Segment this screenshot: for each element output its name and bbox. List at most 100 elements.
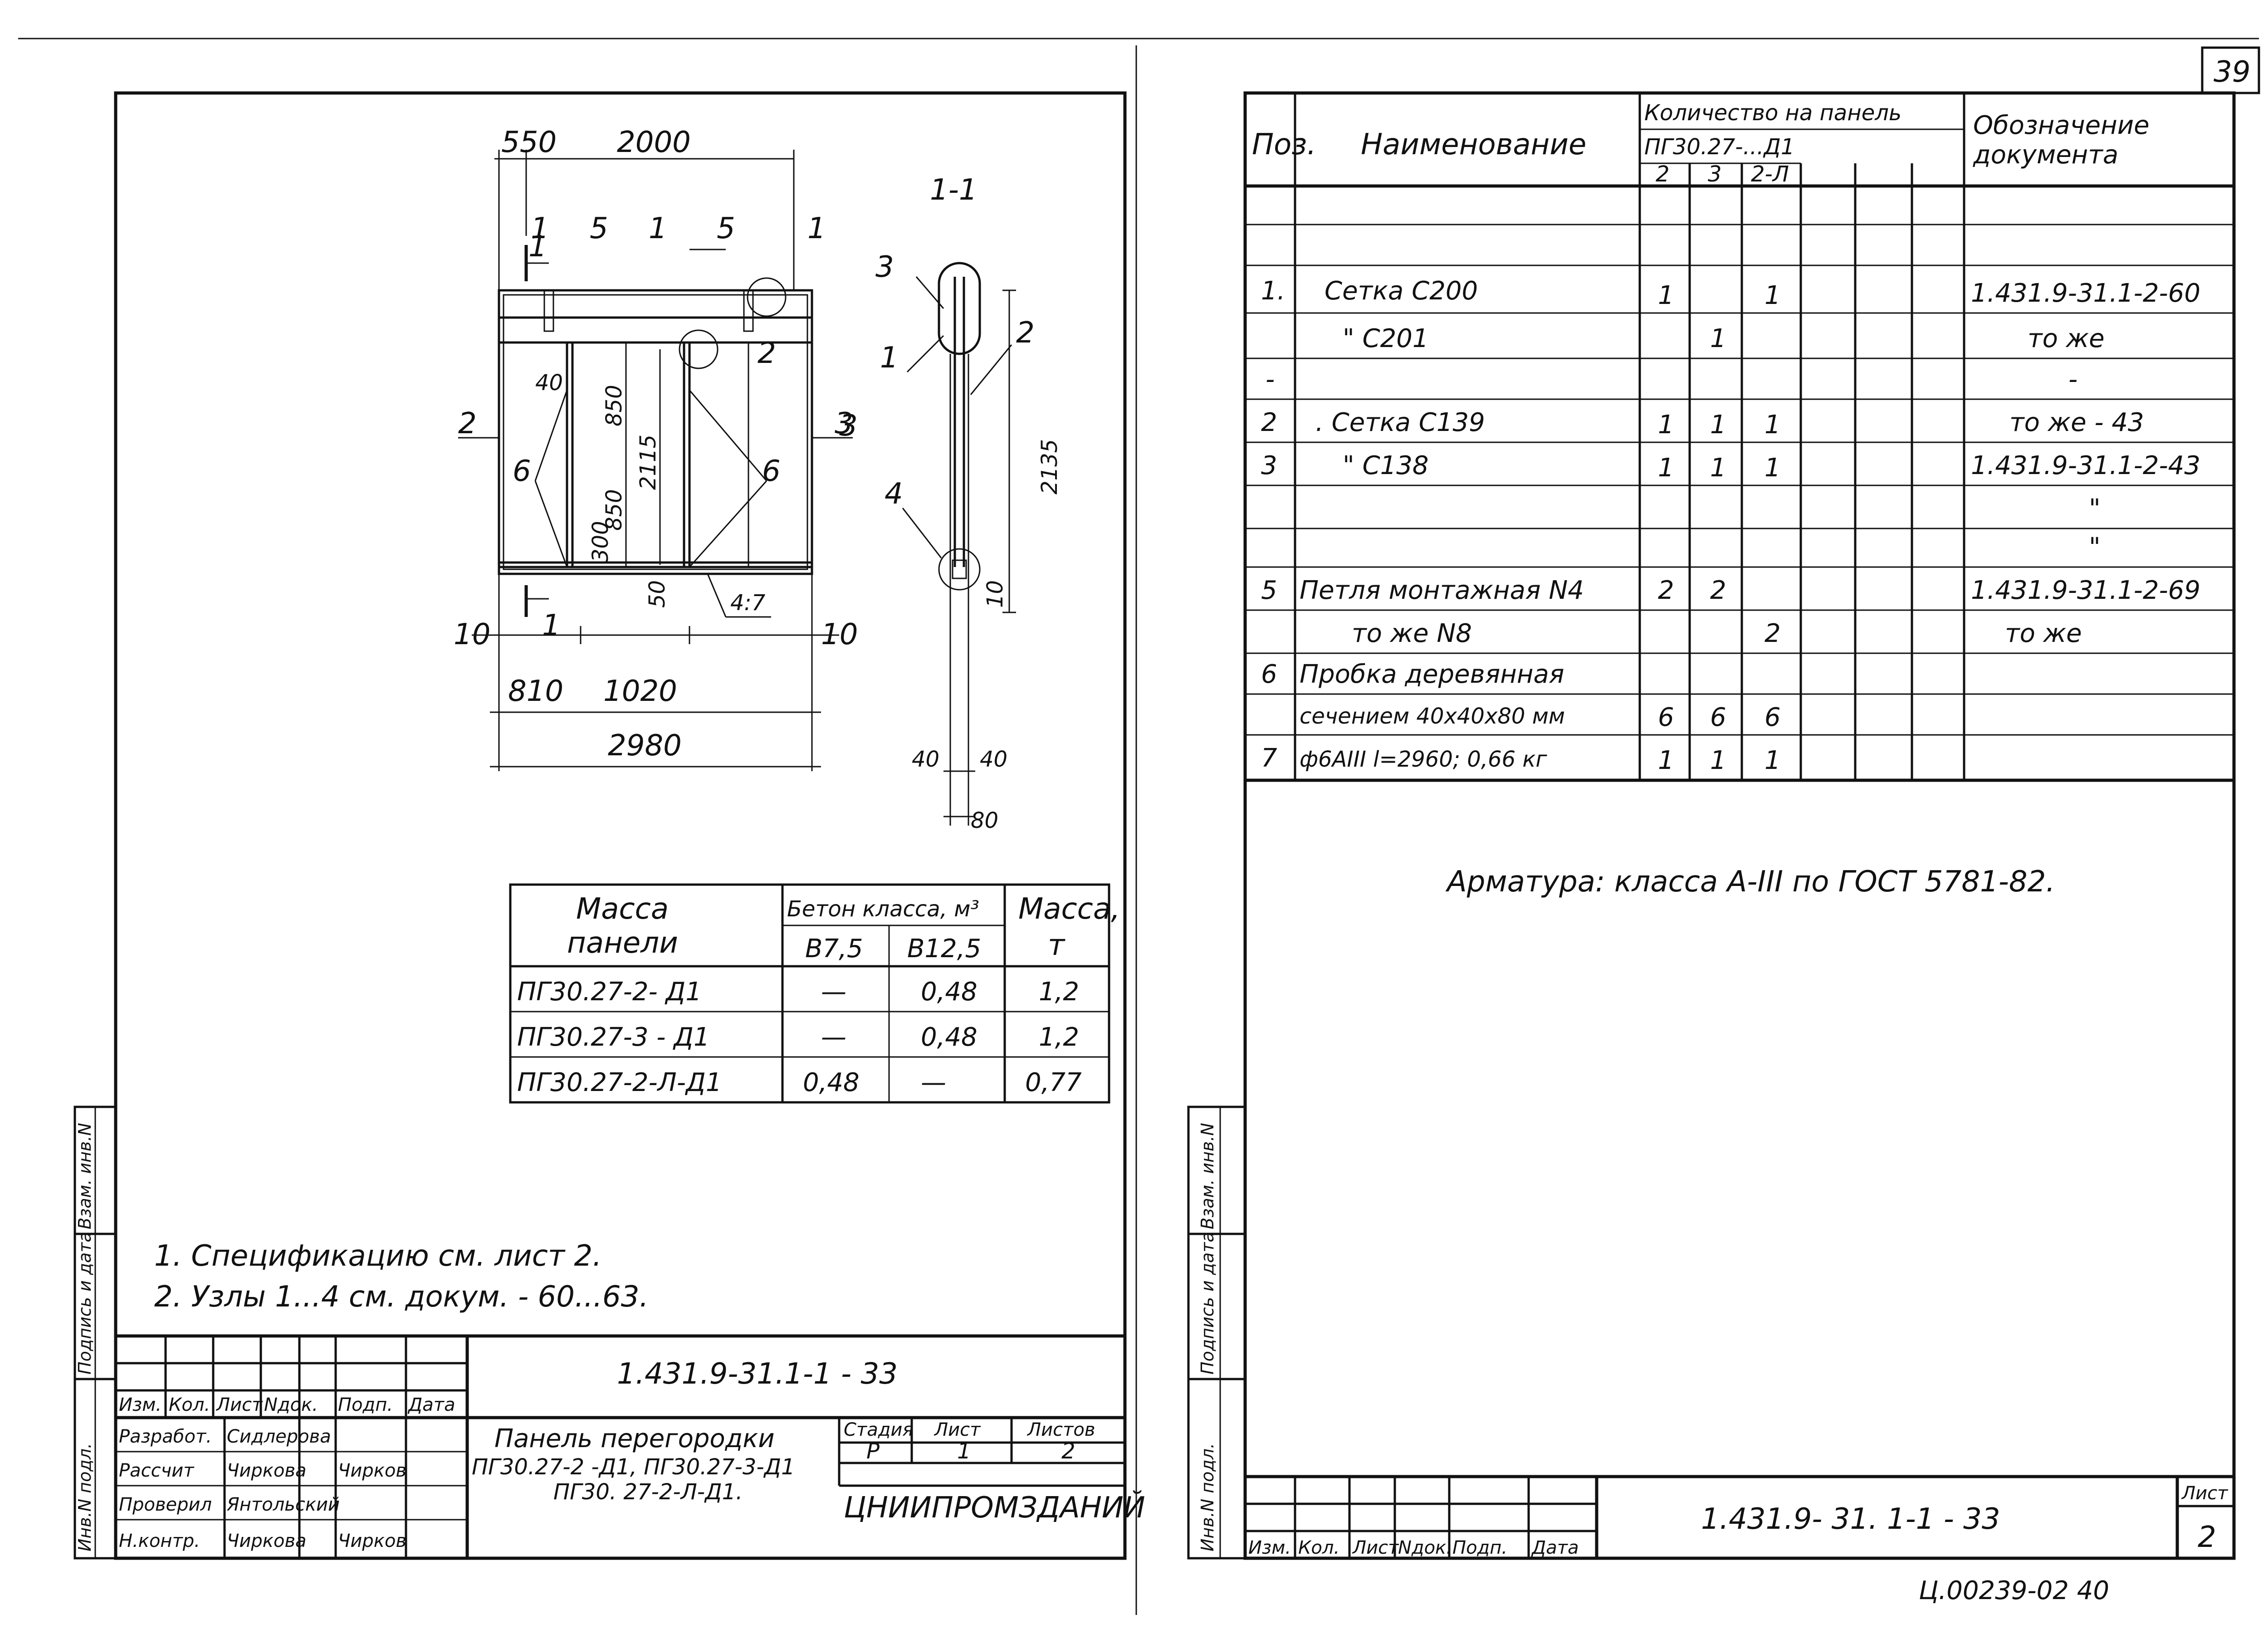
footer-code: Ц.00239-02 40	[1919, 1576, 2109, 1605]
panel-elevation	[458, 150, 853, 771]
spec-row-5: 3 " С138 1 1 1 1.431.9-31.1-2-43	[1261, 451, 2200, 483]
margin-vzam-label: Взам. инв.N	[75, 1123, 95, 1229]
spec-header-col-3: 3	[1708, 161, 1722, 187]
right-col-podp: Подп.	[1452, 1537, 1507, 1558]
spec-row-9: то же N8 2 то же	[1352, 619, 2082, 648]
sign-norm-control: Чирков	[338, 1531, 406, 1551]
left-title-block	[114, 1334, 1127, 1560]
callout-5-b: 5	[717, 212, 735, 245]
right-col-list: Лист	[1352, 1537, 1399, 1558]
section-mark-bottom: 1	[542, 609, 561, 642]
stage-value: Р	[866, 1438, 880, 1464]
spec-q2: 1	[1710, 410, 1726, 440]
role-developed: Разработ.	[119, 1426, 212, 1447]
spec-doc: "	[2089, 533, 2101, 562]
mass-header-concrete: Бетон класса, м³	[787, 896, 979, 922]
spec-pos: 5	[1261, 576, 1277, 605]
mass-header-panel: панели	[567, 926, 678, 960]
stage-header: Стадия	[844, 1419, 913, 1440]
spec-pos: 2	[1261, 408, 1277, 437]
organization-name: ЦНИИПРОМЗДАНИЙ	[844, 1490, 1145, 1525]
spec-q3: 6	[1765, 703, 1781, 732]
spec-q2: 2	[1710, 576, 1726, 605]
spec-name: то же N8	[1352, 619, 1472, 648]
spec-q1: 1	[1658, 746, 1674, 775]
section-callout-4: 4	[885, 477, 903, 511]
spec-row-11: сечением 40х40х80 мм 6 6 6	[1300, 703, 1781, 732]
spec-row-10: 6 Пробка деревянная	[1261, 660, 1564, 689]
mass-row-2-name: ПГ30.27-3 - Д1	[517, 1022, 710, 1052]
spec-q2: 1	[1710, 324, 1726, 353]
right-margin-vzam: Взам. инв.N	[1198, 1123, 1217, 1229]
spec-name: сечением 40х40х80 мм	[1300, 704, 1565, 729]
spec-row-8: 5 Петля монтажная N4 2 2 1.431.9-31.1-2-…	[1261, 576, 2200, 605]
spec-doc: 1.431.9-31.1-2-69	[1971, 576, 2200, 605]
spec-pos: 3	[1261, 451, 1277, 480]
section-label: 1-1	[930, 173, 978, 207]
mass-row-3-b75: 0,48	[803, 1068, 860, 1097]
spec-name: Сетка С200	[1325, 276, 1478, 306]
desc-line-3: ПГ30. 27-2-Л-Д1.	[553, 1479, 743, 1505]
spec-name: " С138	[1343, 451, 1429, 480]
sheet-value: 1	[957, 1438, 971, 1464]
spec-doc: "	[2089, 494, 2101, 523]
spec-header-col-2: 2	[1656, 161, 1670, 187]
mass-table	[509, 883, 1110, 1104]
left-col-ndok: Nдок.	[264, 1394, 318, 1415]
mass-row-1-name: ПГ30.27-2- Д1	[517, 977, 702, 1007]
spec-q3: 1	[1765, 281, 1781, 310]
dim-550: 550	[501, 126, 557, 159]
right-sheet-number: 2	[2198, 1521, 2216, 1554]
mass-row-1-b75: —	[821, 977, 846, 1007]
right-margin-inv: Инв.N подл.	[1198, 1443, 1217, 1551]
sheets-value: 2	[1061, 1438, 1075, 1464]
mass-row-3-b125: —	[921, 1068, 946, 1097]
dim-10-section: 10	[982, 580, 1008, 608]
spec-q1: 2	[1658, 576, 1674, 605]
dim-1020: 1020	[603, 675, 677, 708]
spec-row-2: " С201 1 то же	[1343, 324, 2105, 353]
spec-doc: 1.431.9-31.1-2-43	[1971, 451, 2200, 480]
right-title-block	[1245, 1475, 2234, 1558]
dim-50: 50	[645, 580, 670, 608]
spec-header-qty-sub: ПГ30.27-...Д1	[1644, 134, 1794, 160]
spec-row-4: 2 . Сетка С139 1 1 1 то же - 43	[1261, 408, 2144, 440]
dim-40-right: 40	[980, 747, 1007, 772]
spec-table	[1243, 91, 2236, 782]
left-col-list: Лист	[215, 1394, 263, 1415]
spec-name: ф6АIII l=2960; 0,66 кг	[1300, 747, 1547, 772]
armature-note: Арматура: класса А-III по ГОСТ 5781-82.	[1445, 865, 2055, 899]
callout-3: 3	[835, 407, 853, 440]
mass-row-2-b75: —	[821, 1022, 846, 1052]
dim-810: 810	[508, 675, 563, 708]
spec-doc: то же	[2005, 619, 2082, 648]
spec-row-12: 7 ф6АIII l=2960; 0,66 кг 1 1 1	[1261, 744, 1781, 775]
section-mark-top: 1	[528, 230, 547, 264]
spec-q3: 1	[1765, 410, 1781, 440]
callout-2-a: 2	[758, 337, 776, 370]
section-callout-3-top: 3	[875, 250, 894, 284]
section-callout-1: 1	[880, 341, 899, 375]
left-col-podp: Подп.	[338, 1394, 393, 1415]
mass-header-mass: Масса	[576, 892, 669, 926]
spec-q3: 2	[1765, 619, 1781, 648]
dim-300: 300	[588, 521, 613, 563]
spec-q2: 1	[1710, 746, 1726, 775]
right-margin-sign: Подпись и дата	[1198, 1232, 1217, 1375]
name-calculated: Чиркова	[227, 1460, 307, 1481]
margin-sign-label: Подпись и дата	[75, 1232, 95, 1375]
page-number: 39	[2214, 55, 2250, 89]
role-checked: Проверил	[119, 1494, 212, 1515]
spec-doc: 1.431.9-31.1-2-60	[1971, 279, 2200, 308]
left-margin-strip: Инв.N подл. Подпись и дата Взам. инв.N	[73, 1106, 117, 1560]
spec-name: " С201	[1343, 324, 1429, 353]
spec-header-qty: Количество на панель	[1644, 100, 1901, 126]
left-drawing-code: 1.431.9-31.1-1 - 33	[617, 1357, 898, 1391]
spec-doc: то же	[2028, 324, 2105, 353]
spec-q1: 1	[1658, 281, 1674, 310]
dim-10-left: 10	[454, 618, 490, 651]
spec-doc: то же - 43	[2009, 408, 2144, 437]
spec-q3: 1	[1765, 746, 1781, 775]
desc-line-1: Панель перегородки	[494, 1424, 775, 1453]
